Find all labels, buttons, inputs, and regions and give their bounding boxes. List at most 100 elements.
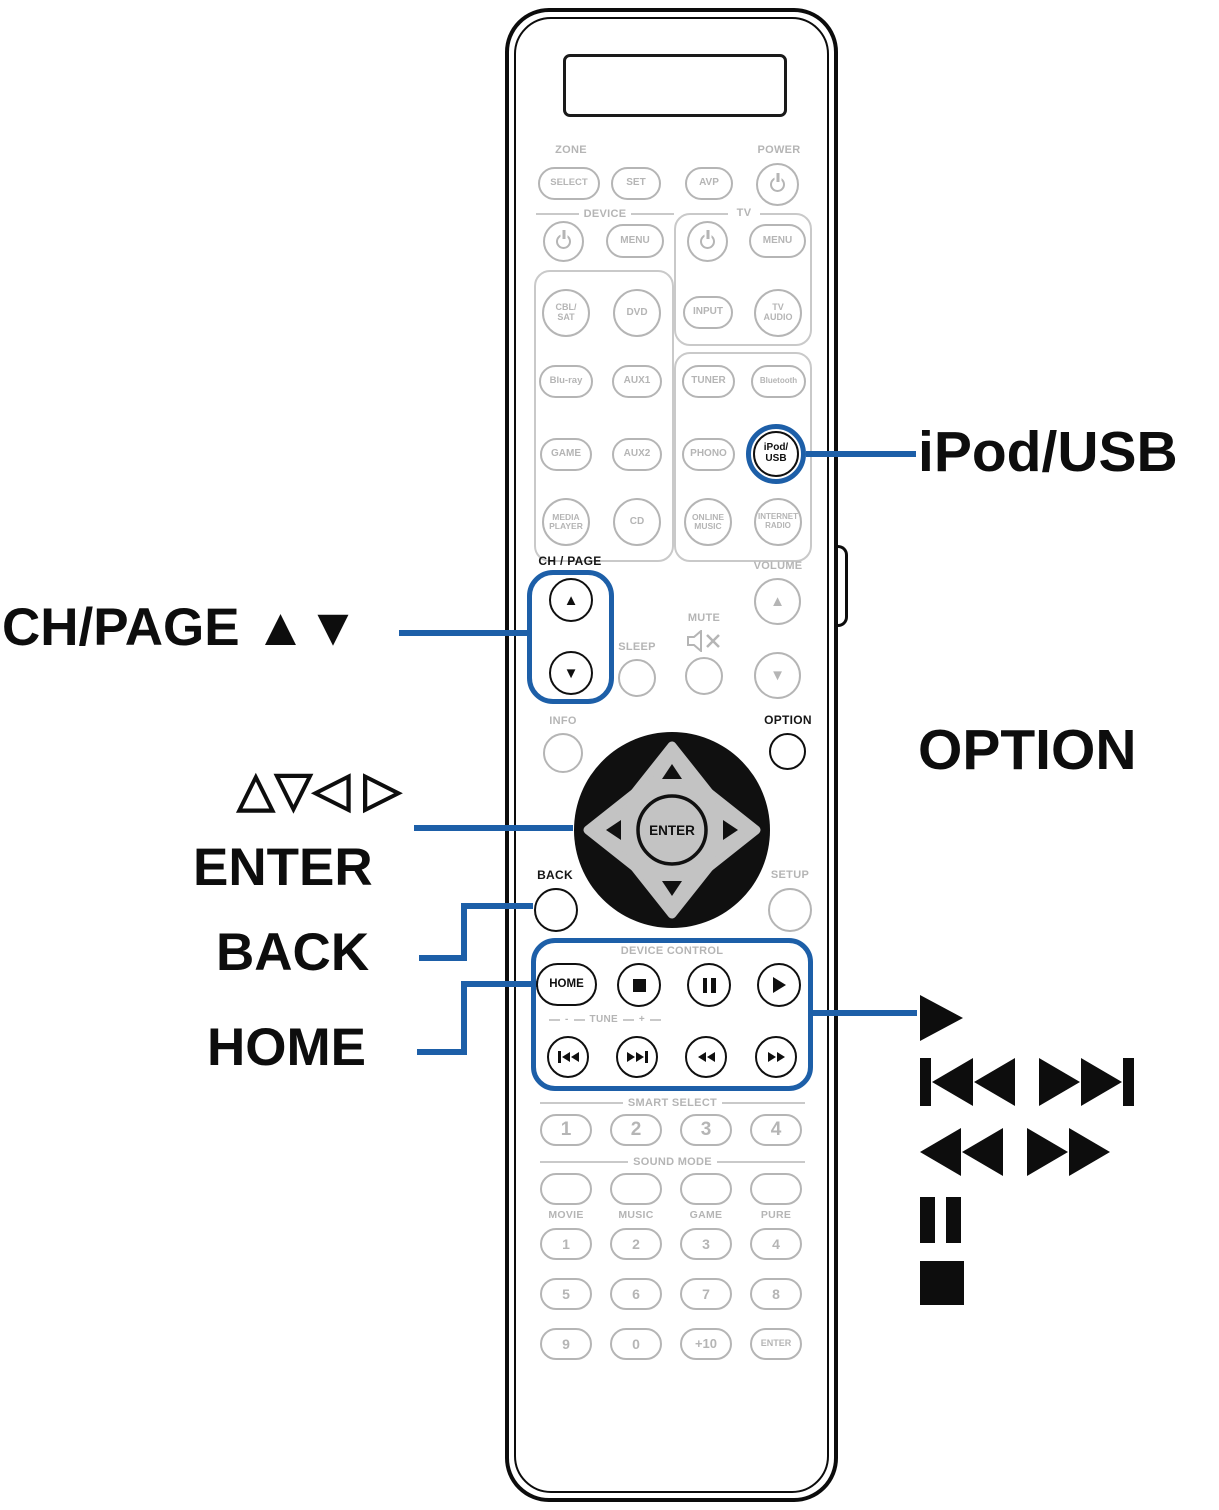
back-connector — [461, 903, 467, 961]
ipod-usb-connector — [806, 451, 916, 457]
main-power-button[interactable] — [756, 163, 799, 206]
sound-mode-pure-button[interactable] — [750, 1173, 802, 1205]
plus10-button[interactable]: +10 — [680, 1328, 732, 1360]
back-connector — [419, 955, 467, 961]
fast-forward-icon — [1027, 1128, 1068, 1176]
volume-down-button[interactable]: ▼ — [754, 652, 801, 699]
num-5-button[interactable]: 5 — [540, 1278, 592, 1310]
skip-back-icon — [974, 1058, 1015, 1106]
remote-side-button[interactable] — [838, 545, 848, 627]
source-blu-ray-button[interactable]: Blu-ray — [539, 365, 593, 398]
skip-forward-button[interactable] — [616, 1036, 658, 1078]
volume-up-button[interactable]: ▲ — [754, 578, 801, 625]
sound-mode-pure-label: PURE — [760, 1209, 792, 1221]
skip-back-icon — [557, 1051, 561, 1063]
sound-mode-music-label: MUSIC — [618, 1209, 654, 1221]
callout-play-icon — [920, 995, 963, 1041]
num-enter-button[interactable]: ENTER — [750, 1328, 802, 1360]
source-cd-button[interactable]: CD — [613, 498, 661, 546]
ch-page-down-button[interactable]: ▼ — [549, 651, 593, 695]
sleep-label: SLEEP — [618, 641, 656, 653]
home-button[interactable]: HOME — [536, 963, 597, 1006]
sleep-button[interactable] — [618, 659, 656, 697]
device-power-button[interactable] — [543, 221, 584, 262]
smart-select-1-button[interactable]: 1 — [540, 1114, 592, 1146]
pause-icon — [711, 977, 716, 993]
callout-enter: ENTER — [193, 838, 373, 897]
callout-ipod-usb: iPod/USB — [918, 420, 1178, 484]
rewind-button[interactable] — [685, 1036, 727, 1078]
avp-button[interactable]: AVP — [685, 167, 733, 200]
info-button[interactable] — [543, 733, 583, 773]
sound-mode-label: SOUND MODE — [540, 1156, 805, 1168]
tv-menu-button[interactable]: MENU — [749, 224, 806, 258]
smart-select-3-button[interactable]: 3 — [680, 1114, 732, 1146]
device-label: DEVICE — [536, 208, 674, 220]
tv-input-button[interactable]: INPUT — [683, 296, 733, 329]
source-internet-radio-button[interactable]: INTERNET RADIO — [754, 498, 802, 546]
num-3-button[interactable]: 3 — [680, 1228, 732, 1260]
skip-forward-icon — [1123, 1058, 1134, 1106]
source-aux2-button[interactable]: AUX2 — [612, 438, 662, 471]
enter-button-label: ENTER — [649, 823, 695, 838]
option-button[interactable] — [769, 733, 806, 770]
stop-button[interactable] — [617, 963, 661, 1007]
callout-pause-icon — [920, 1197, 970, 1243]
num-6-button[interactable]: 6 — [610, 1278, 662, 1310]
setup-button[interactable] — [768, 888, 812, 932]
source-cbl-sat-button[interactable]: CBL/ SAT — [542, 289, 590, 337]
smart-select-4-button[interactable]: 4 — [750, 1114, 802, 1146]
num-9-button[interactable]: 9 — [540, 1328, 592, 1360]
source-online-music-button[interactable]: ONLINE MUSIC — [684, 498, 732, 546]
up-triangle-icon: ▲ — [563, 591, 579, 609]
skip-back-icon — [570, 1052, 579, 1062]
source-tv-audio-button[interactable]: TV AUDIO — [754, 289, 802, 337]
source-phono-button[interactable]: PHONO — [682, 438, 735, 471]
rewind-icon — [920, 1128, 961, 1176]
sound-mode-game-button[interactable] — [680, 1173, 732, 1205]
source-game-button[interactable]: GAME — [540, 438, 592, 471]
source-dvd-button[interactable]: DVD — [613, 289, 661, 337]
source-bluetooth-button[interactable]: Bluetooth — [751, 365, 806, 398]
tv-power-button[interactable] — [687, 221, 728, 262]
label-line — [622, 1018, 634, 1021]
source-media-player-button[interactable]: MEDIA PLAYER — [542, 498, 590, 546]
source-aux1-button[interactable]: AUX1 — [612, 365, 662, 398]
volume-label: VOLUME — [753, 560, 803, 572]
ch-page-connector — [399, 630, 527, 636]
source-tuner-button[interactable]: TUNER — [682, 365, 735, 398]
mute-icon — [687, 630, 720, 652]
ch-page-up-button[interactable]: ▲ — [549, 578, 593, 622]
num-1-button[interactable]: 1 — [540, 1228, 592, 1260]
enter-button[interactable] — [636, 794, 708, 866]
device-sources-outline — [534, 270, 674, 562]
home-connector — [461, 981, 467, 1055]
tune-plus: + — [638, 1014, 646, 1025]
option-label: OPTION — [764, 713, 812, 727]
num-4-button[interactable]: 4 — [750, 1228, 802, 1260]
up-triangle-icon — [662, 764, 682, 779]
back-button[interactable] — [534, 888, 578, 932]
fast-forward-icon — [1069, 1128, 1110, 1176]
smart-select-2-button[interactable]: 2 — [610, 1114, 662, 1146]
home-connector — [461, 981, 537, 987]
play-icon — [772, 977, 786, 993]
num-7-button[interactable]: 7 — [680, 1278, 732, 1310]
info-label: INFO — [549, 715, 577, 727]
num-0-button[interactable]: 0 — [610, 1328, 662, 1360]
pause-button[interactable] — [687, 963, 731, 1007]
zone-select-button[interactable]: SELECT — [538, 167, 600, 200]
device-menu-button[interactable]: MENU — [606, 224, 664, 258]
zone-set-button[interactable]: SET — [611, 167, 661, 200]
fast-forward-button[interactable] — [755, 1036, 797, 1078]
skip-back-button[interactable] — [547, 1036, 589, 1078]
mute-button[interactable] — [685, 657, 723, 695]
num-2-button[interactable]: 2 — [610, 1228, 662, 1260]
sound-mode-movie-button[interactable] — [540, 1173, 592, 1205]
skip-forward-icon — [626, 1052, 635, 1062]
play-button[interactable] — [757, 963, 801, 1007]
sound-mode-music-button[interactable] — [610, 1173, 662, 1205]
skip-forward-icon — [1039, 1058, 1080, 1106]
num-8-button[interactable]: 8 — [750, 1278, 802, 1310]
